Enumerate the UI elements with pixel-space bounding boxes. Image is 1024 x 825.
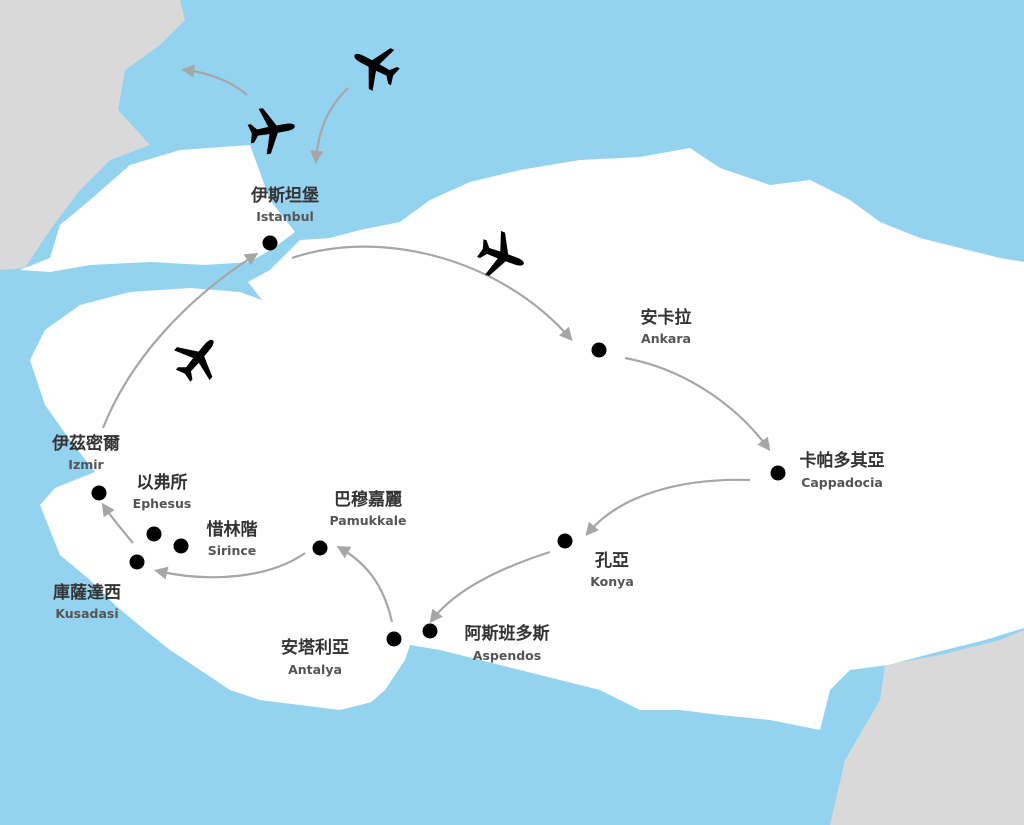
- city-ankara: 安卡拉 Ankara: [591, 307, 692, 358]
- city-label-zh: 庫薩達西: [53, 582, 121, 603]
- city-pamukkale: 巴穆嘉麗 Pamukkale: [312, 489, 407, 556]
- city-label-en: Cappadocia: [801, 475, 883, 490]
- city-label-zh: 巴穆嘉麗: [334, 489, 402, 510]
- city-dot: [146, 526, 162, 542]
- city-label-en: Istanbul: [256, 209, 314, 224]
- city-dot: [312, 540, 328, 556]
- city-label-en: Sirince: [208, 543, 257, 558]
- city-ephesus: 以弗所 Ephesus: [133, 472, 192, 542]
- city-kusadasi: 庫薩達西 Kusadasi: [53, 554, 145, 621]
- city-label-en: Antalya: [288, 662, 342, 677]
- route-kusadasi-ephesus: [101, 502, 134, 544]
- city-antalya: 安塔利亞 Antalya: [281, 631, 402, 677]
- city-dot: [422, 623, 438, 639]
- city-label-zh: 伊茲密爾: [51, 433, 120, 454]
- city-izmir: 伊茲密爾 Izmir: [51, 433, 120, 501]
- city-markers: 伊斯坦堡 Istanbul 安卡拉 Ankara 卡帕多其亞 Cappadocia 孔亞 Ko…: [51, 185, 885, 677]
- city-aspendos: 阿斯班多斯 Aspendos: [422, 623, 550, 663]
- city-label-en: Ankara: [641, 331, 691, 346]
- city-label-en: Izmir: [68, 457, 104, 472]
- city-dot: [262, 235, 278, 251]
- city-sirince: 惜林階 Sirince: [173, 519, 258, 558]
- route-cappadocia-konya: [585, 478, 751, 537]
- city-dot: [770, 465, 786, 481]
- route-arrows: [101, 64, 771, 624]
- land-southeast: [830, 630, 1024, 825]
- route-izmir-istanbul: [101, 252, 259, 429]
- city-label-en: Ephesus: [133, 496, 192, 511]
- city-label-zh: 阿斯班多斯: [465, 623, 550, 644]
- city-dot: [591, 342, 607, 358]
- city-dot: [129, 554, 145, 570]
- city-label-zh: 以弗所: [137, 472, 188, 493]
- route-antalya-pamukkale: [336, 546, 394, 623]
- land-anatolia: [30, 148, 1024, 730]
- city-dot: [557, 533, 573, 549]
- city-label-zh: 伊斯坦堡: [250, 185, 319, 206]
- city-dot: [173, 538, 189, 554]
- land-thrace: [20, 145, 295, 272]
- city-dot: [91, 485, 107, 501]
- city-label-zh: 孔亞: [595, 551, 629, 571]
- city-label-zh: 安卡拉: [641, 307, 692, 328]
- city-label-en: Konya: [590, 574, 634, 589]
- city-label-en: Pamukkale: [329, 513, 406, 528]
- city-cappadocia: 卡帕多其亞 Cappadocia: [770, 450, 885, 490]
- route-istanbul-ankara: [291, 245, 573, 341]
- city-label-zh: 卡帕多其亞: [800, 450, 885, 471]
- route-ankara-cappadocia: [624, 356, 771, 452]
- land-balkans: [0, 0, 185, 270]
- city-label-zh: 惜林階: [207, 519, 258, 540]
- city-konya: 孔亞 Konya: [557, 533, 634, 589]
- route-pamukkale-kusadasi: [154, 552, 306, 580]
- city-label-en: Kusadasi: [55, 606, 118, 621]
- city-istanbul: 伊斯坦堡 Istanbul: [250, 185, 319, 251]
- city-label-zh: 安塔利亞: [281, 637, 349, 658]
- gulf-antalya: [360, 645, 415, 715]
- route-istanbul-north: [181, 64, 248, 96]
- route-konya-aspendos: [429, 550, 551, 624]
- city-label-en: Aspendos: [473, 648, 541, 663]
- city-dot: [386, 631, 402, 647]
- route-north-istanbul: [310, 87, 349, 164]
